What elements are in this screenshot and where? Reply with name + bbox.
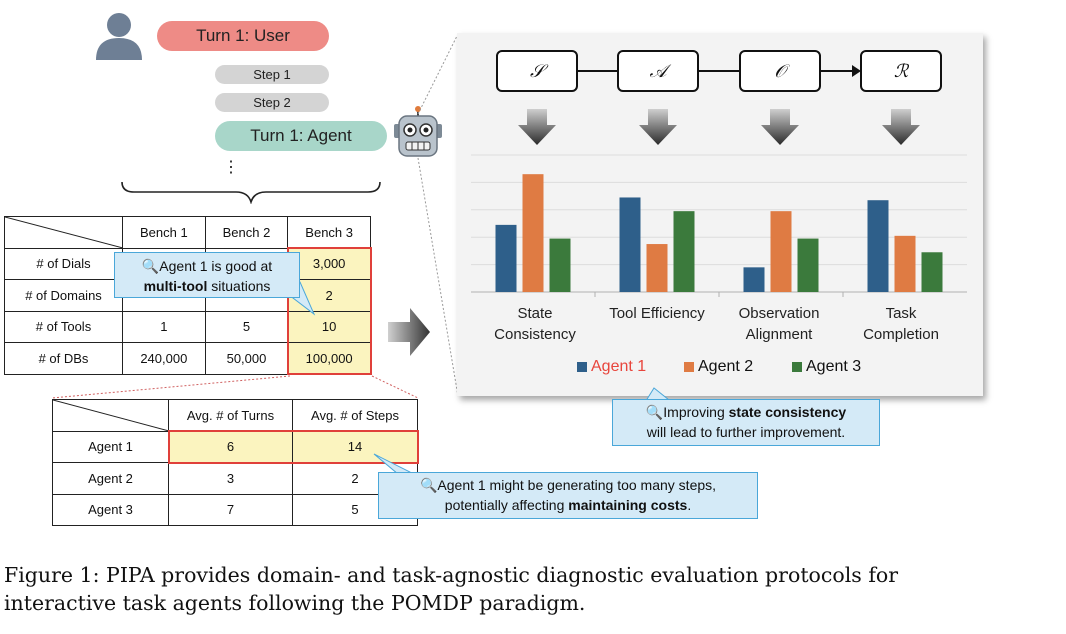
bar-agent-1-task-completion [867,200,889,292]
ellipsis: ⋮ [223,159,239,176]
down-arrow-icon [639,109,677,145]
legend-label: Agent 1 [591,358,647,375]
robot-icon [394,106,442,157]
cell: 3 [168,462,293,495]
callout-text-post: . [687,497,692,513]
legend-agent2: Agent 2 [684,358,753,376]
down-arrow-icon [882,109,920,145]
highlighted-cell: 6 [168,430,293,463]
bar-agent-1-tool-efficiency [619,197,641,292]
magnifier-icon: 🔍 [419,477,438,493]
row-label: Agent 2 [52,462,169,495]
row-label: # of DBs [4,342,123,375]
agent1-highlight-frame [168,430,419,464]
bar-agent-3-observation-alignment [797,238,819,292]
callout-text-rest: situations [207,278,271,294]
action-box: 𝒜 [617,50,699,92]
turn1-agent-pill: Turn 1: Agent [215,121,387,151]
legend-swatch [577,362,587,372]
figure-caption: Figure 1: PIPA provides domain- and task… [4,561,1064,617]
bar-agent-3-state-consistency [549,238,571,292]
pomdp-connectors [578,65,861,77]
x-label-tool-efficiency: Tool Efficiency [609,305,705,322]
down-arrows [518,109,920,145]
turn1-user-pill: Turn 1: User [157,21,329,51]
callout-text-pre: Improving [663,404,729,420]
header-avg-steps: Avg. # of Steps [291,399,419,432]
bar-agent-1-state-consistency [495,224,517,292]
bench3-highlight-frame [287,247,372,375]
callout-bold-text: multi-tool [143,278,208,294]
header-avg-turns: Avg. # of Turns [168,399,293,432]
diagonal-header-cell [52,399,169,432]
right-arrow-icon [388,308,430,356]
state-box: 𝒮 [496,50,578,92]
caption-line2: interactive task agents following the PO… [4,591,586,615]
callout-maintaining-costs: 🔍Agent 1 might be generating too many st… [378,472,758,519]
bar-agent-2-state-consistency [522,174,544,292]
row-label: Agent 3 [52,493,169,526]
header-bench3: Bench 3 [287,216,371,249]
row-label: # of Domains [4,279,123,312]
callout-multi-tool: 🔍Agent 1 is good at multi-tool situation… [114,252,300,298]
diagonal-header-cell [4,216,123,249]
highlighted-cell: 14 [291,430,419,463]
step1-pill: Step 1 [215,65,329,84]
callout-text-line1: Agent 1 is good at [159,258,273,274]
callout-text-pre: potentially affecting [444,497,569,513]
cell: 240,000 [122,342,206,375]
bar-agent-2-observation-alignment [770,211,792,292]
callout-state-consistency: 🔍Improving state consistency will lead t… [612,399,880,446]
callout-text-line1: Agent 1 might be generating too many ste… [437,477,717,493]
magnifier-icon: 🔍 [141,258,160,274]
header-bench2: Bench 2 [204,216,289,249]
observation-box: 𝒪 [739,50,821,92]
legend-swatch [684,362,694,372]
curly-brace [121,181,381,204]
down-arrow-icon [518,109,556,145]
highlighted-cell: 10 [287,310,371,343]
cell: 7 [168,493,293,526]
bar-agent-2-tool-efficiency [646,244,668,292]
bar-agent-3-task-completion [921,252,943,292]
legend-label: Agent 2 [698,358,754,375]
caption-line1: Figure 1: PIPA provides domain- and task… [4,563,899,587]
legend-swatch [792,362,802,372]
bar-agent-2-task-completion [894,235,916,292]
legend-label: Agent 3 [806,358,862,375]
down-arrow-icon [761,109,799,145]
row-label: # of Tools [4,310,123,343]
row-label: Agent 1 [52,430,169,463]
step2-pill: Step 2 [215,93,329,112]
legend-agent1: Agent 1 [577,358,646,376]
user-avatar-icon [96,13,142,60]
cell: 5 [204,310,289,343]
header-bench1: Bench 1 [122,216,206,249]
reward-box: ℛ [860,50,942,92]
callout-bold-text: maintaining costs [568,497,688,513]
bar-agent-1-observation-alignment [743,267,765,292]
callout-bold-text: state consistency [728,404,847,420]
callout-text-line2: will lead to further improvement. [646,424,846,440]
legend-agent3: Agent 3 [792,358,861,376]
bar-agent-3-tool-efficiency [673,211,695,292]
bar-chart [471,154,967,297]
magnifier-icon: 🔍 [645,404,664,420]
